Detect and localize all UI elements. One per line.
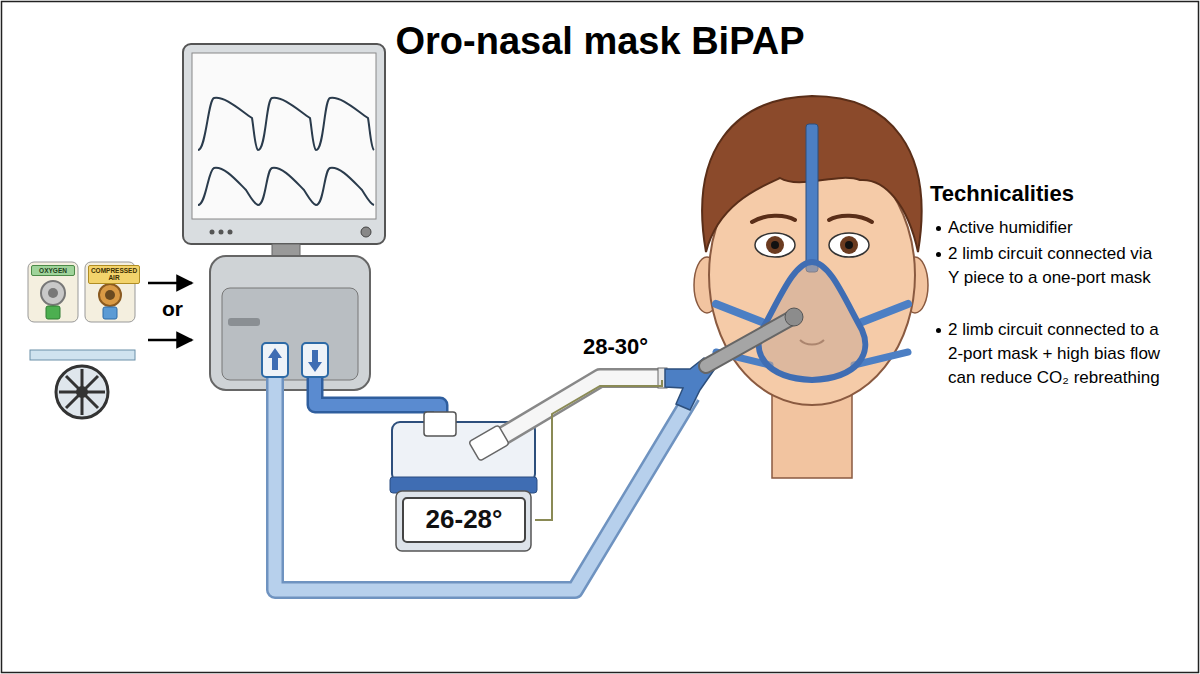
turbine-housing-band <box>30 350 135 360</box>
mask-port <box>785 308 803 326</box>
humidifier-outlet <box>469 425 509 461</box>
turbine-wheel <box>56 366 108 418</box>
side-strap <box>862 304 908 322</box>
expiratory-port <box>262 343 288 377</box>
turbine-hub <box>76 386 88 398</box>
air-connector <box>103 307 117 319</box>
supply-arrow <box>148 282 192 285</box>
eyebrow <box>752 216 795 222</box>
bullet-dot <box>936 226 941 231</box>
ventilator-panel <box>222 288 358 380</box>
turbine-blades <box>59 369 105 415</box>
flow-waveform <box>198 168 374 205</box>
port-arrow-up <box>268 348 282 370</box>
bullet-note: Active humidifier <box>948 216 1163 240</box>
monitor-button <box>219 230 224 235</box>
gas-label-tag: COMPRESSED AIR <box>88 265 140 284</box>
head-strap <box>806 124 818 272</box>
temperature-label: 28-30° <box>583 334 648 360</box>
inspiratory-port <box>302 343 328 377</box>
air-nozzle-core <box>105 290 115 300</box>
oxygen-nozzle-core <box>48 288 58 298</box>
ventilator-body <box>210 256 370 390</box>
humidifier-base <box>396 491 531 551</box>
pupil <box>771 241 779 249</box>
node-text: 26-28° <box>408 505 520 535</box>
gas-label-tag: OXYGEN <box>31 265 75 276</box>
notes-heading: Technicalities <box>930 180 1074 208</box>
mask-connector-outline <box>706 319 790 366</box>
bullet-note: 2 limb circuit connected via Y piece to … <box>948 242 1163 290</box>
inspiratory-tube-outline <box>315 378 440 425</box>
side-strap <box>716 304 762 322</box>
or-text: or <box>162 296 183 322</box>
oxygen-connector <box>46 306 60 319</box>
eyebrow <box>829 216 872 222</box>
mask-connector <box>706 319 790 366</box>
expiratory-tube <box>275 378 692 590</box>
humidifier-display: 26-28° <box>402 497 526 543</box>
node-text: OXYGEN <box>33 267 73 274</box>
bullet-dot <box>936 252 941 257</box>
eye-white <box>755 233 795 257</box>
bullet-note: 2 limb circuit connected to a 2-port mas… <box>948 318 1163 390</box>
supply-arrow <box>148 339 192 342</box>
iris <box>766 236 784 254</box>
pressure-waveform <box>198 98 374 150</box>
heated-tube <box>486 378 664 446</box>
heated-tube-outline <box>486 378 664 446</box>
inspiratory-tube <box>315 378 440 425</box>
ventilator-handle <box>228 318 260 326</box>
expiratory-tube-outline <box>275 378 692 590</box>
air-nozzle <box>99 284 121 306</box>
ventilator-screen <box>192 53 376 219</box>
eye-white <box>829 233 869 257</box>
temperature-probe-wire <box>535 380 662 520</box>
iris <box>840 236 858 254</box>
pupil <box>845 241 853 249</box>
oxygen-outlet-plate <box>28 262 78 322</box>
bullet-dot <box>936 328 941 333</box>
oxygen-nozzle <box>41 281 65 305</box>
ventilator-monitor <box>183 44 385 244</box>
monitor-button <box>228 230 233 235</box>
monitor-knob <box>361 227 371 237</box>
node-text: COMPRESSED AIR <box>90 267 138 282</box>
humidifier-inlet <box>424 412 456 436</box>
slide-title: Oro-nasal mask BiPAP <box>0 18 1200 64</box>
monitor-button <box>210 230 215 235</box>
port-arrow-down <box>308 350 322 372</box>
